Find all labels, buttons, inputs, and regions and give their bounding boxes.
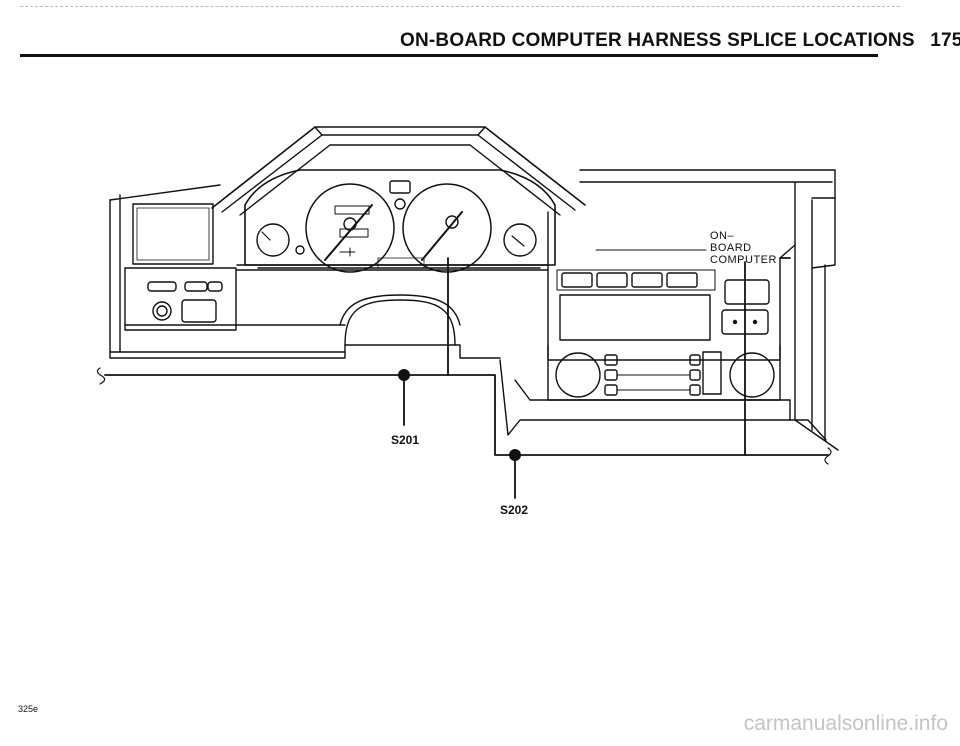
wire-harness bbox=[96, 249, 832, 499]
model-code: 325e bbox=[18, 704, 39, 714]
splice-label-s201: S201 bbox=[391, 433, 420, 447]
component-label-line-2: BOARD bbox=[710, 242, 752, 254]
steering-column bbox=[339, 294, 461, 346]
light-switch-panel bbox=[147, 281, 223, 323]
cluster-hood bbox=[211, 126, 586, 216]
splice-markers bbox=[398, 369, 521, 461]
on-board-computer-label: ON– BOARD COMPUTER bbox=[710, 230, 777, 266]
page-number: 175 bbox=[930, 30, 960, 51]
component-label-line-3: COMPUTER bbox=[710, 254, 777, 266]
instrument-cluster bbox=[244, 169, 556, 273]
splice-s202-marker bbox=[509, 449, 521, 461]
page-title: ON-BOARD COMPUTER HARNESS SPLICE LOCATIO… bbox=[400, 30, 915, 51]
page-header: ON-BOARD COMPUTER HARNESS SPLICE LOCATIO… bbox=[400, 30, 960, 52]
scan-artifact-line bbox=[20, 6, 900, 10]
left-vent bbox=[124, 203, 346, 331]
splice-label-s202: S202 bbox=[500, 503, 529, 517]
center-console bbox=[499, 211, 827, 441]
header-rule bbox=[20, 54, 878, 57]
component-label-line-1: ON– bbox=[710, 230, 735, 242]
splice-s201-marker bbox=[398, 369, 410, 381]
watermark: carmanualsonline.info bbox=[743, 712, 948, 735]
